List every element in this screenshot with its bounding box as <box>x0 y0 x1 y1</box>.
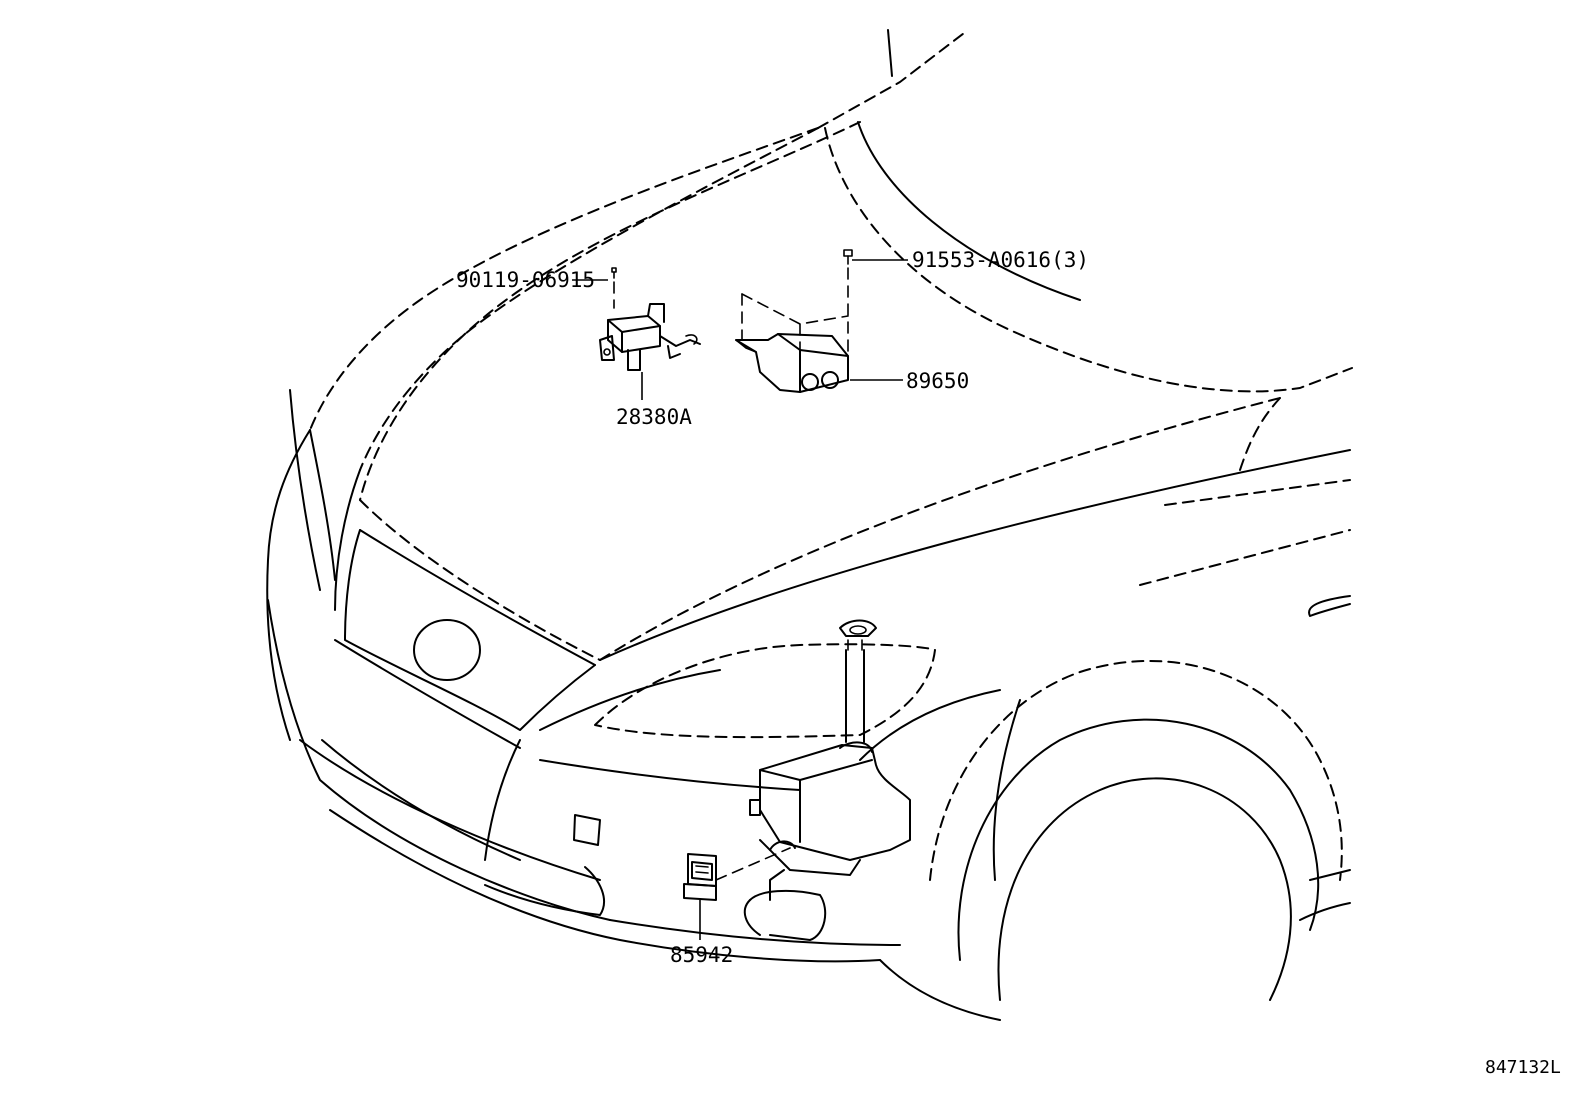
part-89650-graphic <box>735 249 853 393</box>
label-part-90119-06915[interactable]: 90119-06915 <box>456 268 595 292</box>
car-body-outline <box>266 29 1353 1021</box>
washer-tank-graphic <box>743 619 911 941</box>
label-part-91553-a0616[interactable]: 91553-A0616(3) <box>912 248 1089 272</box>
label-part-89650[interactable]: 89650 <box>906 369 969 393</box>
diagram-reference-code: 847132L <box>1485 1057 1561 1078</box>
label-part-28380a[interactable]: 28380A <box>616 405 692 429</box>
part-85942-graphic <box>683 847 791 901</box>
part-28380A-graphic <box>599 267 701 371</box>
leader-lines <box>572 259 908 940</box>
label-part-85942[interactable]: 85942 <box>670 943 733 967</box>
part-labels: 90119-06915 91553-A0616(3) 28380A 89650 … <box>456 248 1089 967</box>
